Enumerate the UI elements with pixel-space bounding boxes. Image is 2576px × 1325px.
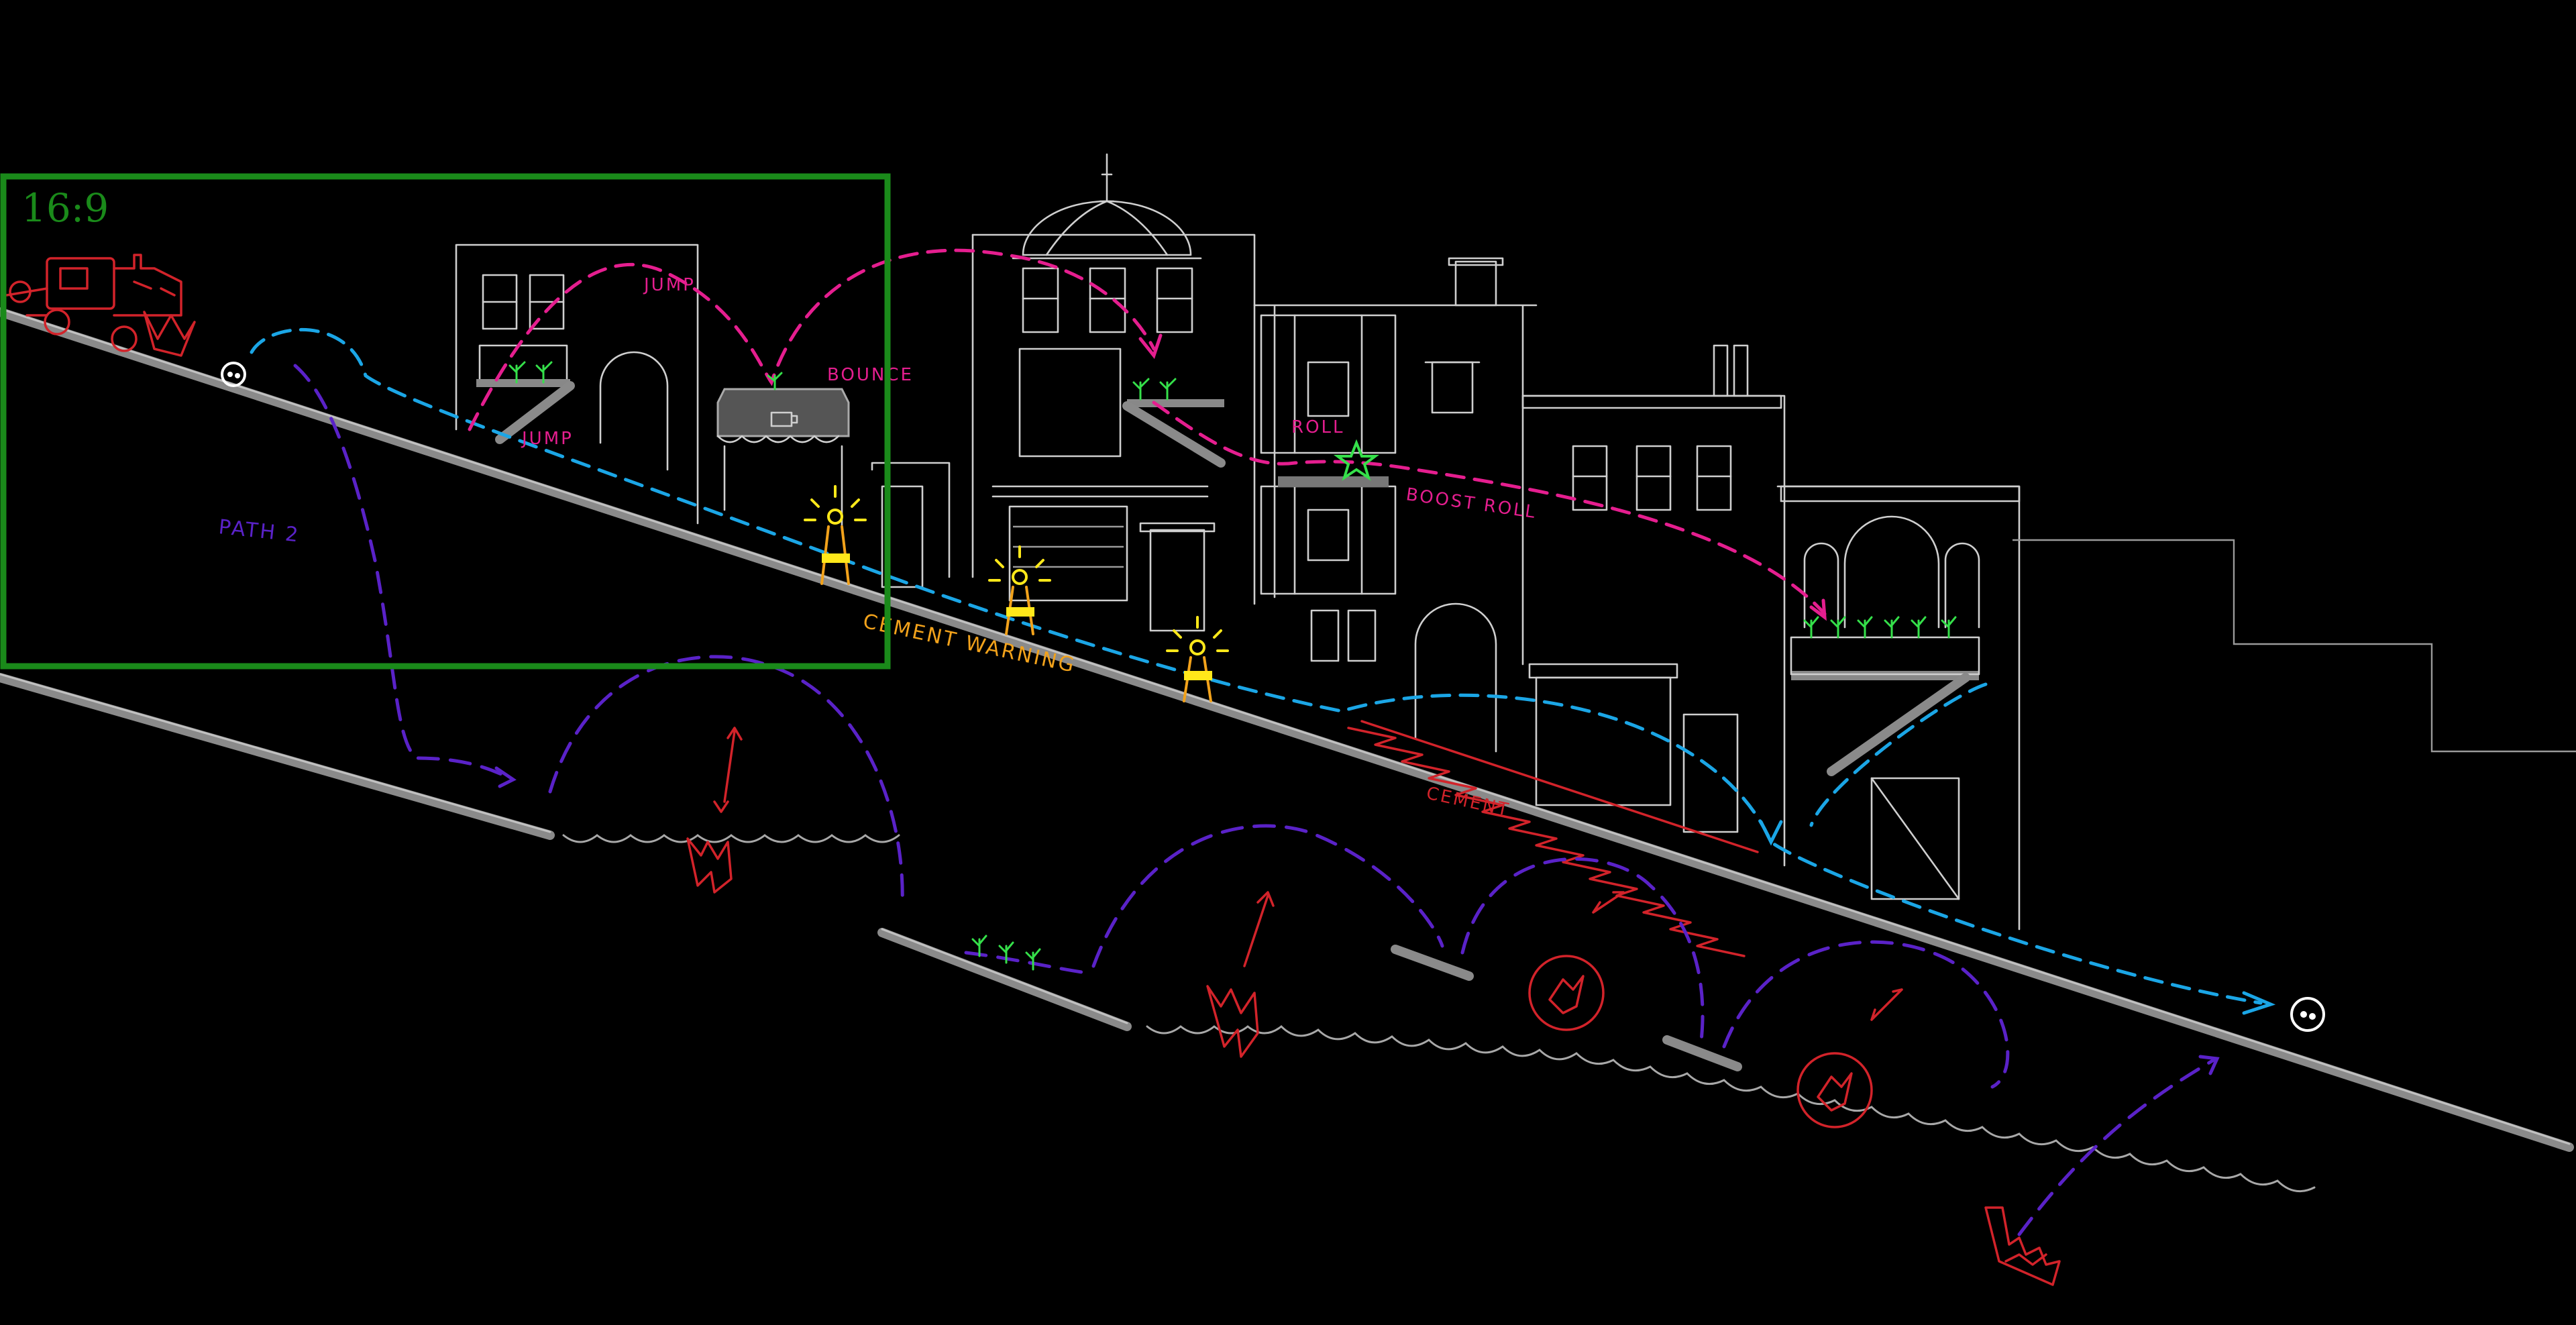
small-ledge-1 [1391, 945, 1474, 981]
balcony-2 [1127, 399, 1224, 407]
plants [508, 361, 1957, 971]
building-middle [1521, 344, 1786, 867]
plant-icon [971, 935, 1041, 971]
label-jump-lower: JUMP [521, 429, 574, 449]
path-2 [293, 364, 512, 780]
cement-hazard [1347, 720, 1759, 957]
label-path-2: PATH 2 [217, 515, 301, 547]
building-left [455, 244, 699, 525]
warning-cone-icon [988, 545, 1051, 635]
lower-rail-mid [877, 928, 1132, 1031]
crocodile-jaw-icon [1984, 1206, 2061, 1286]
plant-icon [1803, 616, 1957, 639]
rails [0, 307, 2574, 1152]
warning-cone-icon [1166, 616, 1229, 702]
plant-icon [767, 372, 783, 390]
label-cement-warning: CEMENT WARNING [861, 610, 1078, 678]
frame-ratio-label: 16:9 [21, 185, 109, 231]
crocodile-jaw-icon [1206, 891, 1275, 1058]
annotations: PATH 2 JUMP JUMP BOUNCE ROLL BOOST ROLL … [217, 275, 1538, 820]
plant-icon [1132, 378, 1177, 401]
buildings [455, 153, 2576, 931]
lower-rail-left [0, 673, 555, 840]
small-ledge-2 [1662, 1035, 1742, 1071]
balcony-1 [476, 379, 570, 387]
label-bounce: BOUNCE [827, 365, 914, 385]
camera-frame-16-9: 16:9 [0, 173, 891, 670]
label-roll: ROLL [1291, 417, 1345, 437]
main-rail [0, 307, 2574, 1152]
trick-path [468, 248, 1156, 431]
piranha-bubble-icon [1528, 891, 1625, 1031]
building-bay [1253, 257, 1538, 753]
plant-icon [508, 361, 553, 384]
building-right [1776, 485, 2021, 931]
player-ball-icon[interactable] [221, 362, 246, 387]
hazards [5, 254, 2061, 1286]
awning-cafe-icon [716, 388, 850, 531]
building-dome [971, 153, 1256, 632]
warning-cone-icon [804, 485, 867, 585]
star-pickup-icon [1334, 439, 1379, 481]
label-jump-upper: JUMP [643, 275, 696, 295]
monster-truck-icon [5, 254, 196, 357]
ledge-roll [1278, 476, 1389, 487]
label-boost-roll: BOOST ROLL [1405, 484, 1538, 523]
balcony-3 [1791, 671, 1979, 680]
piranha-bubble-icon [1796, 988, 1903, 1128]
paths [250, 248, 2276, 1236]
water [562, 834, 2316, 1193]
crocodile-jaw-icon [686, 727, 743, 894]
goal-ball-icon [2290, 997, 2325, 1032]
